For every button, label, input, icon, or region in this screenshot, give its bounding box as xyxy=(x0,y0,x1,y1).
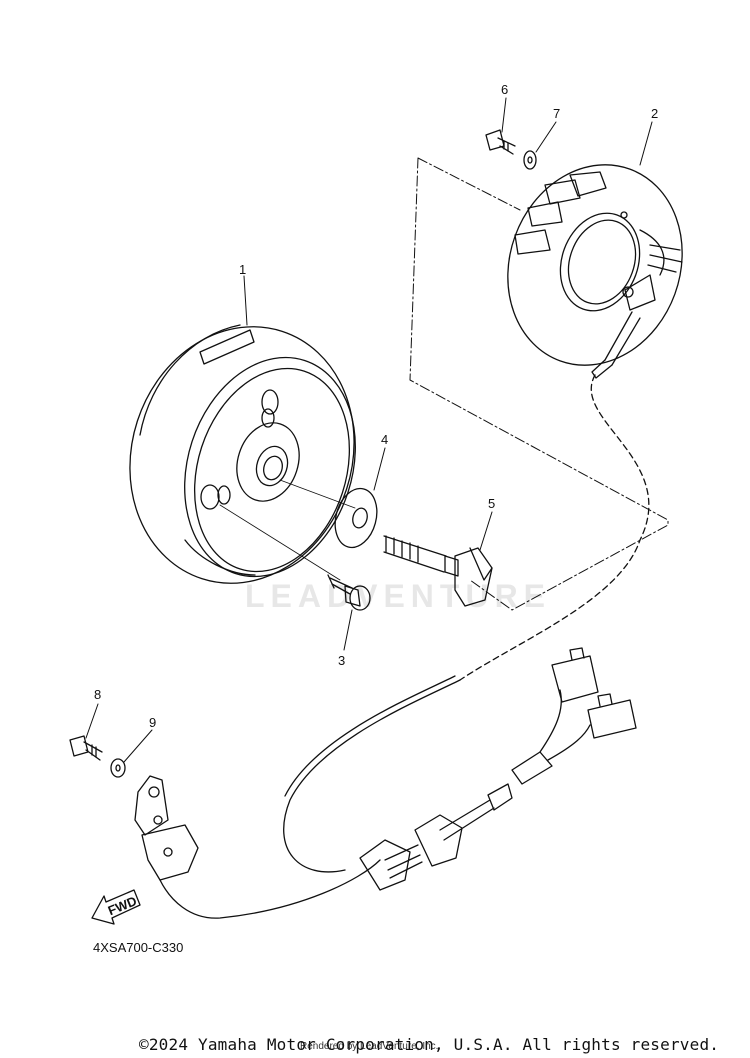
stator-assembly xyxy=(507,164,683,379)
callout-7: 7 xyxy=(553,106,560,121)
washer-part-4 xyxy=(334,487,378,549)
fwd-label: FWD xyxy=(106,893,139,918)
washer-part-7 xyxy=(523,150,537,170)
callout-1: 1 xyxy=(239,262,246,277)
flywheel-rotor xyxy=(129,324,356,584)
callout-9: 9 xyxy=(149,715,156,730)
bolt-part-3 xyxy=(327,574,371,611)
bolt-part-5 xyxy=(383,535,493,607)
callout-6: 6 xyxy=(501,82,508,97)
washer-part-9 xyxy=(110,758,126,778)
watermark-text: LEADVENTURE xyxy=(245,578,552,614)
callout-5: 5 xyxy=(488,496,495,511)
wire-harness xyxy=(283,647,637,891)
bolt-part-8 xyxy=(69,735,103,761)
fwd-arrow-icon: FWD xyxy=(91,889,141,925)
copyright-text: ©2024 Yamaha Motor Corporation, U.S.A. A… xyxy=(139,1035,720,1054)
rendered-by-text: Rendered by LeadVenture, Inc. xyxy=(300,1041,439,1052)
stator-cable xyxy=(459,374,650,681)
pickup-coil xyxy=(134,775,381,919)
diagram-code: 4XSA700-C330 xyxy=(93,940,184,955)
assembly-boundary xyxy=(409,157,669,611)
callout-leaders xyxy=(85,97,653,763)
callout-4: 4 xyxy=(381,432,388,447)
callout-2: 2 xyxy=(651,106,658,121)
callout-8: 8 xyxy=(94,687,101,702)
bolt-part-6 xyxy=(485,129,516,155)
callout-3: 3 xyxy=(338,653,345,668)
